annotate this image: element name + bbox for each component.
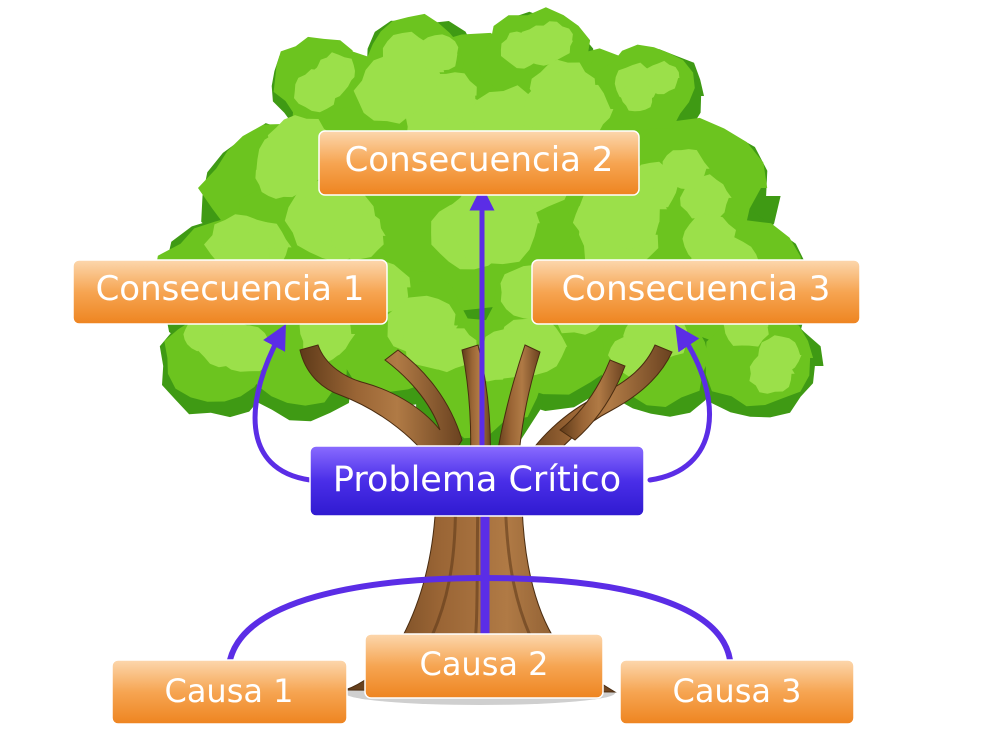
- node-causa-3-label: Causa 3: [672, 672, 801, 710]
- node-consecuencia-2-label: Consecuencia 2: [345, 140, 614, 180]
- tree-branch-center-right: [494, 344, 541, 471]
- tree-branch-left: [299, 344, 463, 476]
- connectors: [227, 185, 733, 663]
- tree-foliage: [153, 7, 824, 451]
- node-problema-critico: Problema Crítico: [309, 445, 645, 517]
- node-consecuencia-3-label: Consecuencia 3: [562, 269, 831, 309]
- foliage-highlight: [662, 149, 710, 190]
- node-consecuencia-2: Consecuencia 2: [318, 130, 640, 196]
- node-problema-critico-label: Problema Crítico: [333, 460, 621, 500]
- connector-problem-to-consecuencia-3: [647, 324, 712, 483]
- node-causa-2: Causa 2: [364, 633, 604, 699]
- nodes: Consecuencia 2 Consecuencia 1 Consecuenc…: [72, 130, 861, 725]
- node-causa-3: Causa 3: [619, 659, 855, 725]
- foliage-highlight: [331, 212, 386, 261]
- node-consecuencia-3: Consecuencia 3: [531, 259, 861, 325]
- foliage-highlight: [620, 83, 653, 112]
- foliage-highlight: [294, 69, 339, 113]
- node-consecuencia-1: Consecuencia 1: [72, 259, 388, 325]
- connector-problem-to-consecuencia-1: [252, 323, 313, 483]
- node-causa-1: Causa 1: [111, 659, 348, 725]
- tree-branch-far-right: [559, 359, 626, 441]
- foliage-highlight: [523, 71, 603, 141]
- foliage-highlight: [381, 31, 435, 80]
- foliage-highlight: [532, 21, 574, 60]
- node-causa-1-label: Causa 1: [164, 672, 293, 710]
- node-consecuencia-1-label: Consecuencia 1: [96, 269, 365, 309]
- foliage-highlight: [757, 335, 802, 377]
- foliage-highlight: [217, 325, 275, 372]
- node-causa-2-label: Causa 2: [419, 645, 548, 683]
